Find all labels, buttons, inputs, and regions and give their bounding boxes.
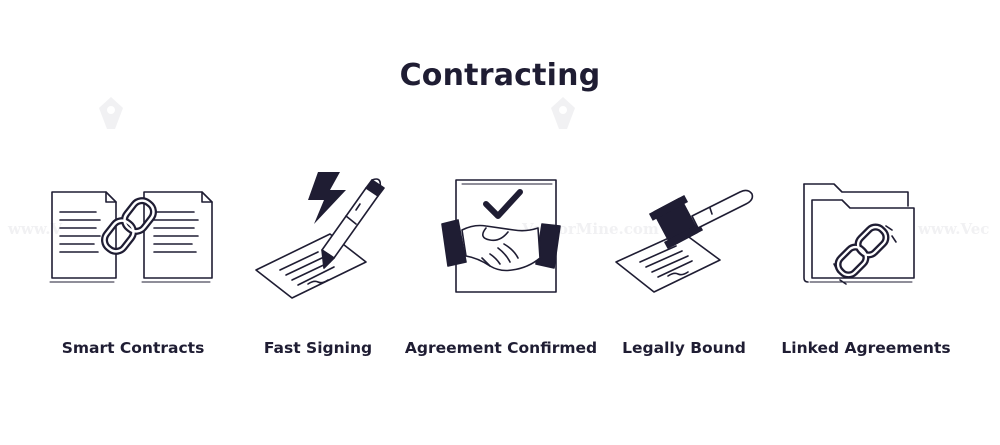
watermark-logo-icon xyxy=(551,97,575,129)
pen-signing-icon xyxy=(248,170,428,310)
documents-chain-icon xyxy=(44,170,224,310)
label-linked-agreements: Linked Agreements xyxy=(781,339,951,357)
watermark-text: www.V xyxy=(8,220,63,238)
gavel-document-icon xyxy=(612,170,792,310)
page-title: Contracting xyxy=(399,58,601,93)
label-fast-signing: Fast Signing xyxy=(263,339,373,357)
watermark-text: www.Vec xyxy=(918,220,990,238)
label-legally-bound: Legally Bound xyxy=(622,339,746,357)
label-smart-contracts: Smart Contracts xyxy=(61,339,205,357)
folder-chain-icon xyxy=(790,170,970,310)
handshake-check-icon xyxy=(441,170,622,310)
watermark-logo-icon xyxy=(99,97,123,129)
label-agreement-confirmed: Agreement Confirmed xyxy=(404,339,598,357)
